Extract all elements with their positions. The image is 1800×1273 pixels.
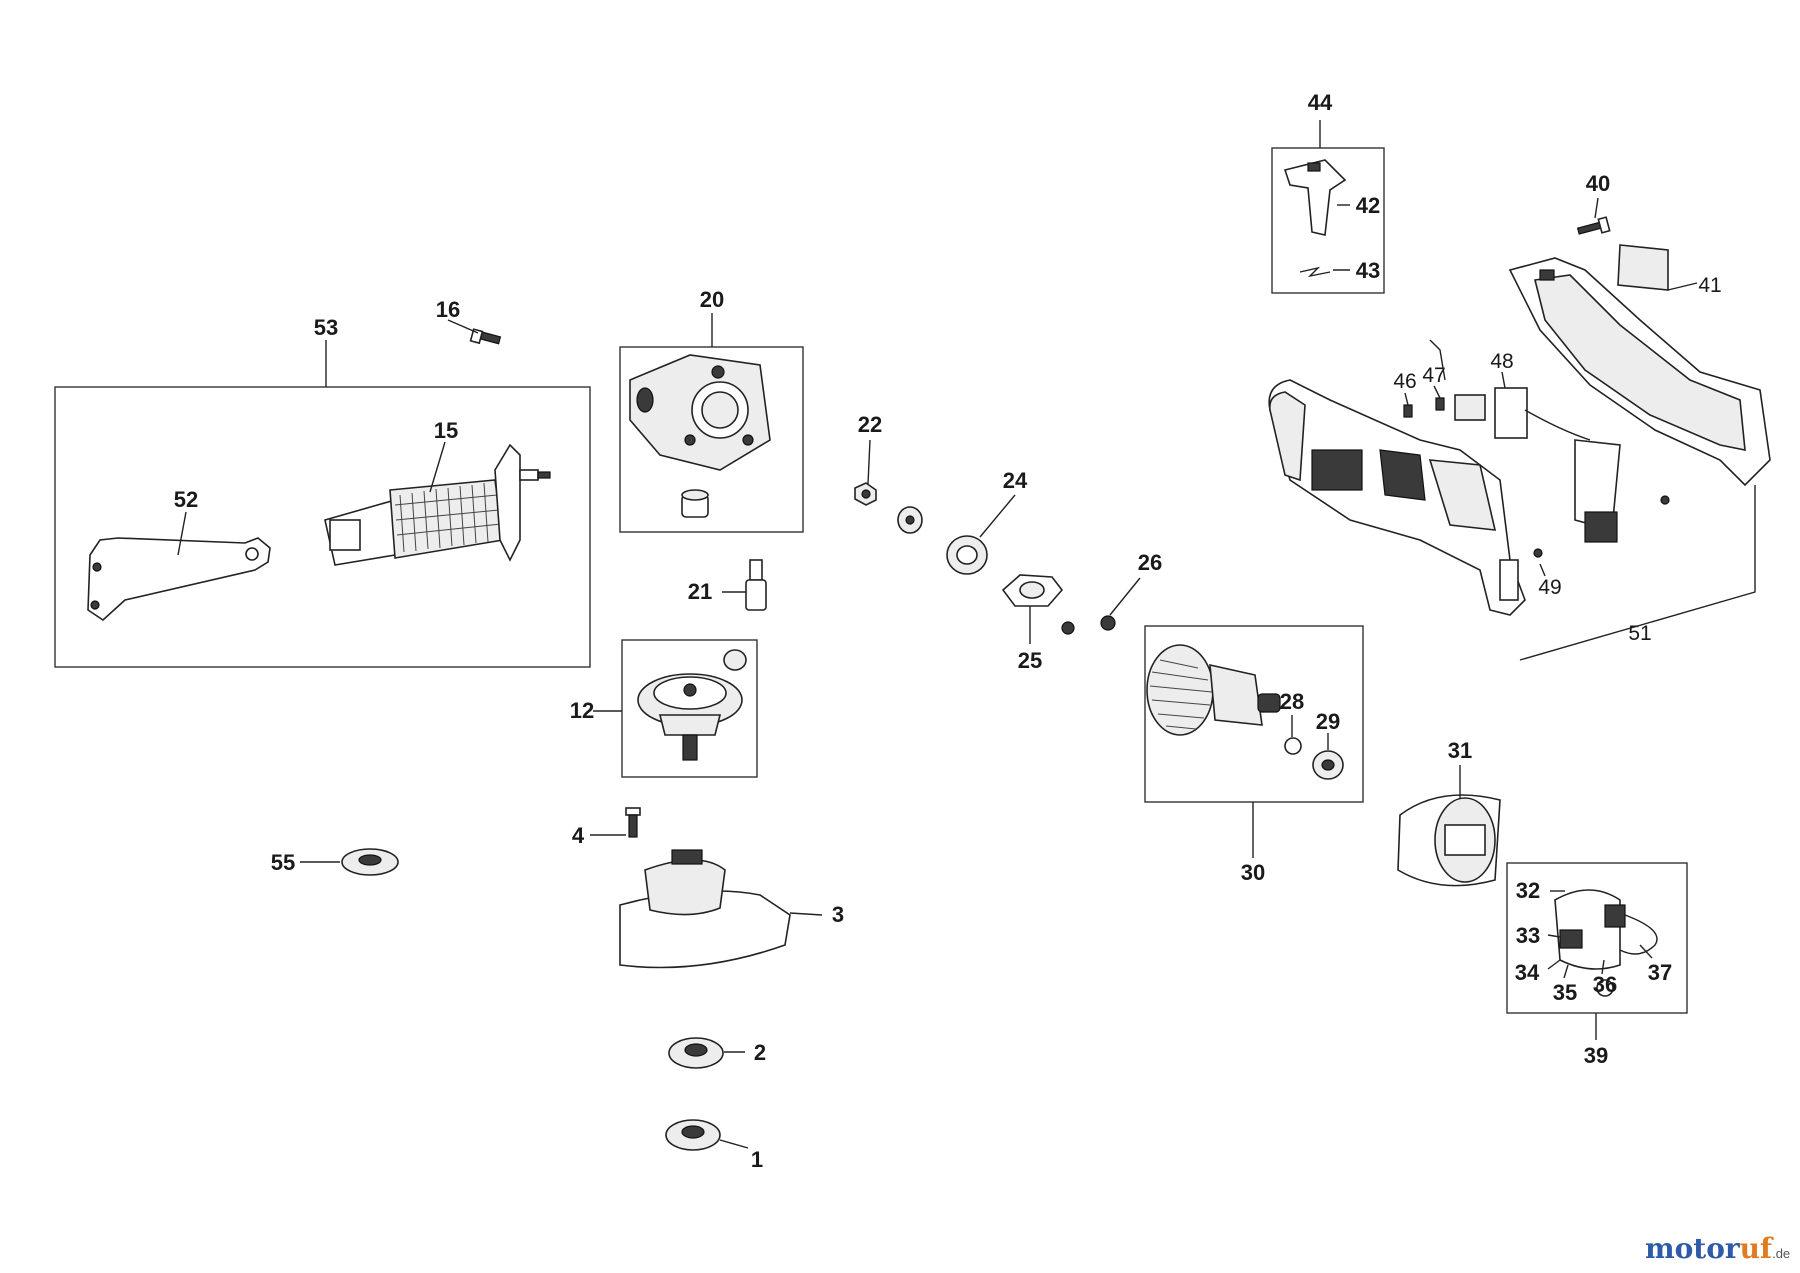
label-41-part bbox=[1617, 244, 1669, 291]
spindle-gear-assembly-part bbox=[637, 649, 747, 761]
group-box-30 bbox=[1144, 625, 1364, 803]
label-46: 46 bbox=[1393, 370, 1416, 393]
brush-holder-part bbox=[1554, 889, 1658, 997]
bushing-part bbox=[681, 489, 709, 518]
spring-43-part bbox=[1299, 266, 1331, 278]
inner-flange-2-part bbox=[668, 1037, 724, 1069]
group-box-53 bbox=[54, 386, 591, 668]
label-40: 40 bbox=[1586, 171, 1610, 196]
label-21: 21 bbox=[688, 579, 712, 604]
group-box-12 bbox=[621, 639, 758, 778]
wheel-guard-part bbox=[619, 849, 791, 969]
spanner-wrench-part bbox=[87, 537, 271, 622]
label-29: 29 bbox=[1316, 709, 1340, 734]
housing-half-right-part bbox=[1508, 257, 1771, 487]
label-49: 49 bbox=[1538, 576, 1561, 599]
label-55: 55 bbox=[271, 850, 295, 875]
screw-4-part bbox=[625, 807, 641, 838]
watermark-logo: motoruf.de bbox=[1645, 1232, 1790, 1265]
label-43: 43 bbox=[1356, 258, 1380, 283]
label-30: 30 bbox=[1241, 860, 1265, 885]
label-2: 2 bbox=[754, 1040, 766, 1065]
label-24: 24 bbox=[1003, 468, 1028, 493]
watermark-part1: motor bbox=[1645, 1232, 1741, 1265]
housing-half-left-part bbox=[1268, 379, 1526, 616]
screw-40-part bbox=[1576, 216, 1611, 235]
bearing-plate-25-part bbox=[1001, 574, 1064, 607]
label-3: 3 bbox=[832, 902, 844, 927]
label-44: 44 bbox=[1308, 90, 1333, 115]
label-33: 33 bbox=[1516, 923, 1540, 948]
label-35: 35 bbox=[1553, 980, 1577, 1005]
gear-housing-part bbox=[629, 354, 771, 471]
label-42: 42 bbox=[1356, 193, 1380, 218]
label-47: 47 bbox=[1422, 364, 1445, 387]
label-31: 31 bbox=[1448, 738, 1472, 763]
label-26: 26 bbox=[1138, 550, 1162, 575]
stator-part bbox=[1397, 794, 1501, 887]
label-32: 32 bbox=[1516, 878, 1540, 903]
label-20: 20 bbox=[700, 287, 724, 312]
label-28: 28 bbox=[1280, 689, 1304, 714]
label-52: 52 bbox=[174, 487, 198, 512]
pinion-gear-part bbox=[897, 506, 923, 534]
svg-text:motoruf.de: motoruf.de bbox=[1645, 1232, 1790, 1265]
flange-55-part bbox=[341, 848, 399, 876]
label-48: 48 bbox=[1490, 350, 1513, 373]
label-12: 12 bbox=[570, 698, 594, 723]
pin-21-part bbox=[745, 559, 767, 611]
screw-small-part bbox=[1061, 615, 1116, 635]
label-34: 34 bbox=[1515, 960, 1540, 985]
watermark-suffix: .de bbox=[1772, 1246, 1790, 1261]
label-16: 16 bbox=[436, 297, 460, 322]
side-handle-part bbox=[324, 443, 551, 566]
leader-lines bbox=[177, 120, 1698, 1149]
label-41: 41 bbox=[1698, 274, 1721, 297]
label-15: 15 bbox=[434, 418, 458, 443]
bearing-24-part bbox=[946, 535, 988, 575]
group-box-39 bbox=[1506, 862, 1688, 1014]
label-4: 4 bbox=[572, 823, 585, 848]
label-37: 37 bbox=[1648, 960, 1672, 985]
label-51: 51 bbox=[1628, 622, 1651, 645]
label-39: 39 bbox=[1584, 1043, 1608, 1068]
nut-22-part bbox=[854, 482, 877, 506]
screw-16-part bbox=[469, 328, 502, 345]
armature-part bbox=[1146, 644, 1344, 780]
label-22: 22 bbox=[858, 412, 882, 437]
group-box-44 bbox=[1271, 147, 1385, 294]
label-1: 1 bbox=[751, 1147, 763, 1172]
label-25: 25 bbox=[1018, 648, 1042, 673]
outer-nut-1-part bbox=[665, 1119, 721, 1151]
label-53: 53 bbox=[314, 315, 338, 340]
label-36: 36 bbox=[1593, 972, 1617, 997]
switch-lever-part bbox=[1283, 159, 1347, 236]
bracket-51 bbox=[1519, 485, 1756, 661]
wiring-harness-part bbox=[1403, 339, 1670, 558]
watermark-part2: uf bbox=[1740, 1232, 1774, 1265]
